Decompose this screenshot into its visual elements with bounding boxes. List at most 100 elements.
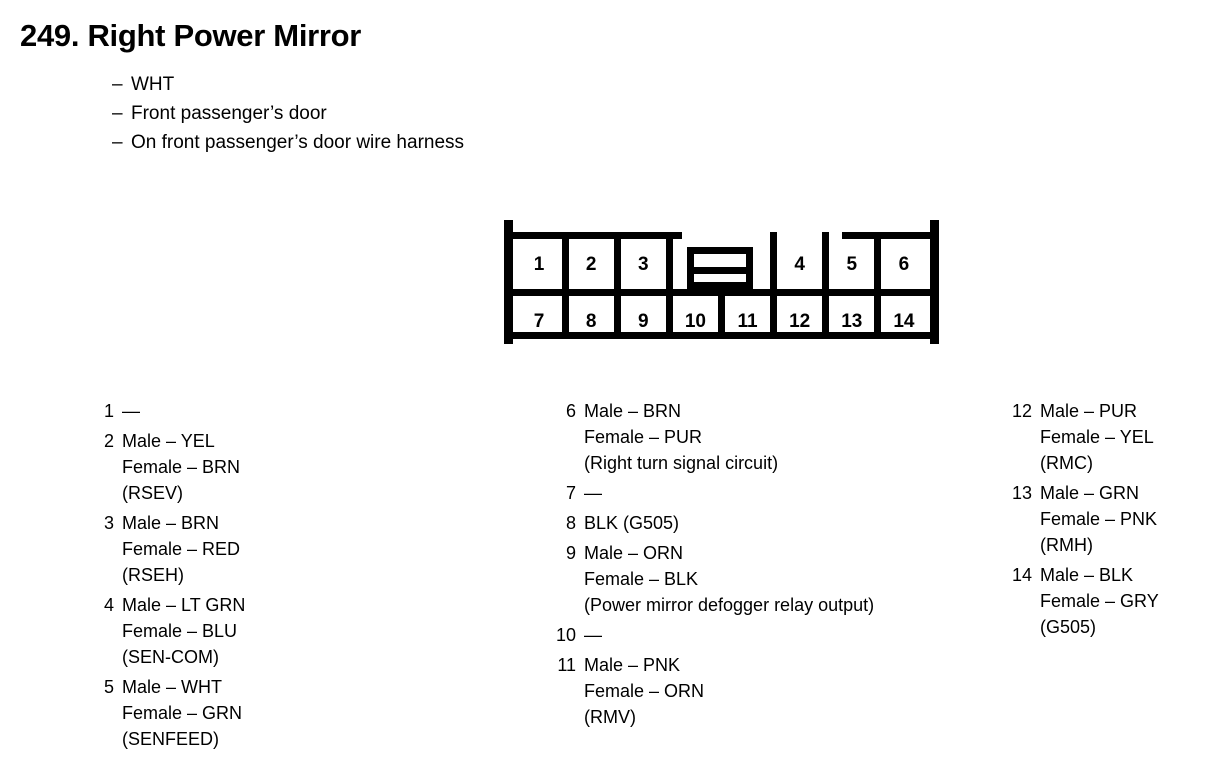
- subtitle-row: –WHT: [112, 70, 464, 99]
- pin-number: 11: [557, 655, 576, 675]
- pin-entry: 7—: [550, 480, 970, 506]
- pin-number: 10: [555, 625, 576, 645]
- connector-divider-top-1: [561, 232, 569, 289]
- connector-latch-outer: [687, 247, 753, 282]
- pin-entry: 5 Male – WHT Female – GRN (SENFEED): [88, 674, 388, 752]
- pin-description-line: Female – YEL: [1040, 427, 1154, 447]
- pin-description: Male – PNK Female – ORN (RMV): [584, 652, 970, 730]
- bullet-dash-icon: –: [112, 103, 123, 124]
- pin-description: Male – ORN Female – BLK (Power mirror defo…: [584, 540, 970, 618]
- pin-description-line: (SENFEED): [122, 729, 220, 749]
- pin-description-line: (Power mirror defogger relay output): [584, 595, 875, 615]
- pin-description-line: (RSEH): [122, 565, 184, 585]
- pin-entry: 6 Male – BRN Female – PUR (Right turn signa…: [550, 398, 970, 476]
- pin-description-line: BLK (G505): [584, 513, 680, 533]
- connector-pin-cell-5: 5: [846, 253, 858, 275]
- subtitle-text: On front passenger’s door wire harness: [131, 132, 465, 153]
- connector-divider-bottom-6: [822, 289, 830, 332]
- subtitle-text: WHT: [131, 74, 175, 95]
- connector-divider-bottom-1: [561, 289, 569, 332]
- pin-number: 8: [565, 513, 576, 533]
- pin-description-line: Male – GRN: [1040, 483, 1140, 503]
- pin-description-line: (RMH): [1040, 535, 1093, 555]
- pin-number: 5: [103, 677, 114, 697]
- pin-description-line: Female – BLU: [122, 621, 238, 641]
- connector-rail-top-left: [513, 232, 682, 239]
- pin-description: Male – BRN Female – PUR (Right turn signal…: [584, 398, 970, 476]
- pin-description-line: (RSEV): [122, 483, 184, 503]
- pin-description-line: —: [584, 483, 602, 503]
- bullet-dash-icon: –: [112, 132, 123, 153]
- connector-divider-bottom-7: [874, 289, 882, 332]
- connector-latch-base: [687, 282, 753, 289]
- subtitle-list: –WHT–Front passenger’s door–On front pas…: [112, 70, 464, 157]
- connector-latch-bar: [694, 267, 746, 274]
- pin-number: 3: [103, 513, 114, 533]
- pin-description-line: Female – PUR: [584, 427, 703, 447]
- connector-divider-top-6: [822, 232, 830, 289]
- pin-description-line: Female – BRN: [122, 457, 241, 477]
- connector-pin-cell-6: 6: [898, 253, 910, 275]
- pin-entry: 3 Male – BRN Female – RED (RSEH): [88, 510, 388, 588]
- connector-pin-cell-13: 13: [841, 310, 863, 332]
- connector-pin-cell-12: 12: [789, 310, 811, 332]
- connector-pin-cell-14: 14: [893, 310, 915, 332]
- pin-description-line: Male – ORN: [584, 543, 684, 563]
- pin-number: 2: [103, 431, 114, 451]
- pin-number: 9: [565, 543, 576, 563]
- connector-divider-bottom-4: [718, 289, 725, 332]
- pin-entry: 9 Male – ORN Female – BLK (Power mirror def…: [550, 540, 970, 618]
- subtitle-row: –On front passenger’s door wire harness: [112, 128, 464, 157]
- connector-pin-cell-1: 1: [533, 253, 545, 275]
- pin-number: 6: [565, 401, 576, 421]
- pin-description-line: Female – PNK: [1040, 509, 1158, 529]
- pin-description-line: Female – RED: [122, 539, 241, 559]
- pin-description-line: Male – BRN: [584, 401, 682, 421]
- pin-number: 12: [1011, 401, 1032, 421]
- connector-pin-cell-2: 2: [585, 253, 597, 275]
- connector-divider-bottom-3: [665, 289, 673, 332]
- connector-pin-cell-10: 10: [684, 310, 706, 332]
- connector-left-post: [504, 220, 513, 344]
- connector-notch-top-left: [513, 220, 522, 232]
- pin-description: Male – BRN Female – RED (RSEH): [122, 510, 388, 588]
- pin-description-line: Female – GRY: [1040, 591, 1159, 611]
- pin-description-line: (Right turn signal circuit): [584, 453, 779, 473]
- connector-pin-cell-4: 4: [794, 253, 805, 275]
- pin-number: 14: [1011, 565, 1032, 585]
- connector-rail-top-right: [842, 232, 930, 239]
- page-title: 249. Right Power Mirror: [20, 18, 362, 53]
- pin-entry: 10 —: [550, 622, 970, 648]
- pin-description-line: (G505): [1040, 617, 1097, 637]
- pin-description-line: Female – BLK: [584, 569, 699, 589]
- connector-pin-cell-3: 3: [638, 253, 649, 275]
- connector-pin-cell-7: 7: [533, 310, 545, 332]
- pin-number: 7: [565, 483, 576, 503]
- pin-description-line: Male – PNK: [584, 655, 681, 675]
- pin-description: —: [584, 480, 970, 506]
- pin-description-line: Male – BLK: [1040, 565, 1134, 585]
- pin-description: —: [584, 622, 970, 648]
- connector-divider-top-3: [665, 232, 673, 289]
- pin-description-line: Female – GRN: [122, 703, 243, 723]
- pin-description: Male – BLK Female – GRY (G505): [1040, 562, 1216, 640]
- pin-number: 1: [103, 401, 114, 421]
- pin-description-line: (RMV): [584, 707, 636, 727]
- pin-number: 13: [1011, 483, 1032, 503]
- pin-description-line: Female – ORN: [584, 681, 705, 701]
- pin-description-line: Male – WHT: [122, 677, 223, 697]
- pin-description-line: (RMC): [1040, 453, 1093, 473]
- pin-description-line: —: [584, 625, 602, 645]
- pin-description-line: Male – BRN: [122, 513, 220, 533]
- pin-description-line: —: [122, 401, 140, 421]
